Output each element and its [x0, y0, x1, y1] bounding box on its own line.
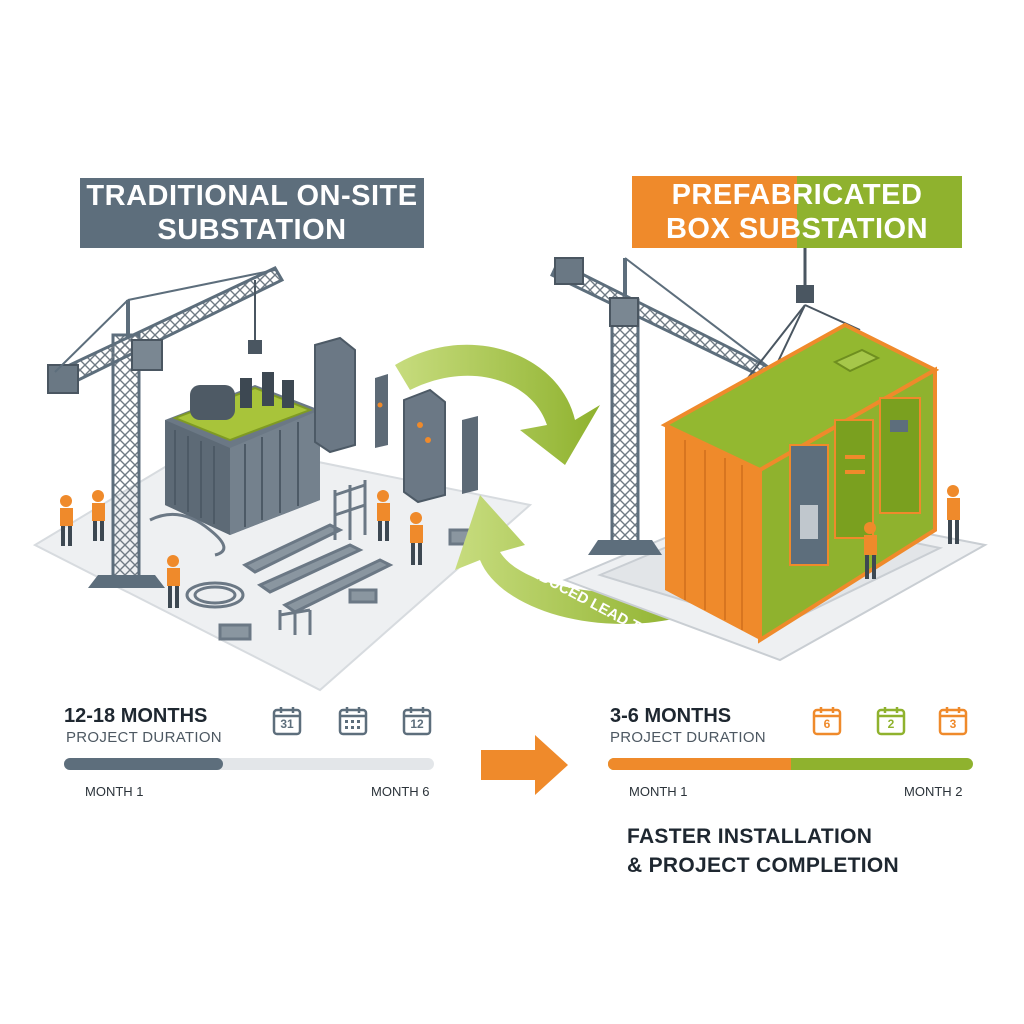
traditional-end-label: MONTH 6: [371, 784, 430, 799]
calendar-number: 2: [887, 717, 895, 731]
traditional-progress-fill: [64, 758, 224, 770]
transformer-unit: [165, 372, 320, 535]
prefab-title-line1: PREFABRICATED: [671, 179, 923, 211]
benefit-statement: FASTER INSTALLATION & PROJECT COMPLETION: [627, 822, 899, 880]
prefab-container: [660, 322, 940, 644]
benefit-line1: FASTER INSTALLATION: [627, 825, 873, 848]
prefab-title: PREFABRICATED BOX SUBSTATION: [632, 176, 962, 248]
prefab-title-line2: BOX SUBSTATION: [665, 213, 929, 245]
traditional-title: TRADITIONAL ON-SITE SUBSTATION: [80, 178, 424, 248]
traditional-progress-track: [64, 758, 434, 770]
transition-arrows: [395, 344, 690, 624]
right-tower-crane: [550, 230, 861, 555]
prefab-duration: 3-6 MONTHS: [610, 705, 732, 727]
calendar-icon: 6: [812, 706, 842, 736]
calendar-icon: 31: [272, 706, 302, 736]
calendar-number: 12: [410, 717, 424, 731]
benefit-line2: & PROJECT COMPLETION: [627, 854, 900, 877]
traditional-title-line2: SUBSTATION: [157, 214, 347, 246]
prefab-end-label: MONTH 2: [904, 784, 963, 799]
left-tower-crane: [47, 266, 285, 588]
prefab-progress-track: [608, 758, 973, 770]
switchgear-cabinets: [314, 336, 478, 504]
left-workers: [60, 490, 423, 608]
traditional-start-label: MONTH 1: [85, 784, 144, 799]
construction-materials: [149, 480, 476, 641]
prefab-start-label: MONTH 1: [629, 784, 688, 799]
right-workers: [864, 485, 960, 579]
calendar-icon: 3: [938, 706, 968, 736]
calendar-number: 31: [280, 717, 294, 731]
prefab-duration-label: PROJECT DURATION: [610, 729, 766, 746]
traditional-title-line1: TRADITIONAL ON-SITE: [86, 180, 418, 212]
calendar-number: 6: [823, 717, 831, 731]
calendar-grid-icon: [338, 706, 368, 736]
prefab-progress-fill: [608, 758, 791, 770]
traditional-duration-label: PROJECT DURATION: [66, 729, 222, 746]
calendar-icon: 2: [876, 706, 906, 736]
traditional-duration: 12-18 MONTHS: [64, 705, 208, 727]
calendar-number: 3: [949, 717, 957, 731]
comparison-arrow: [481, 735, 568, 795]
left-site-ground: [32, 438, 533, 692]
calendar-icon: 12: [402, 706, 432, 736]
